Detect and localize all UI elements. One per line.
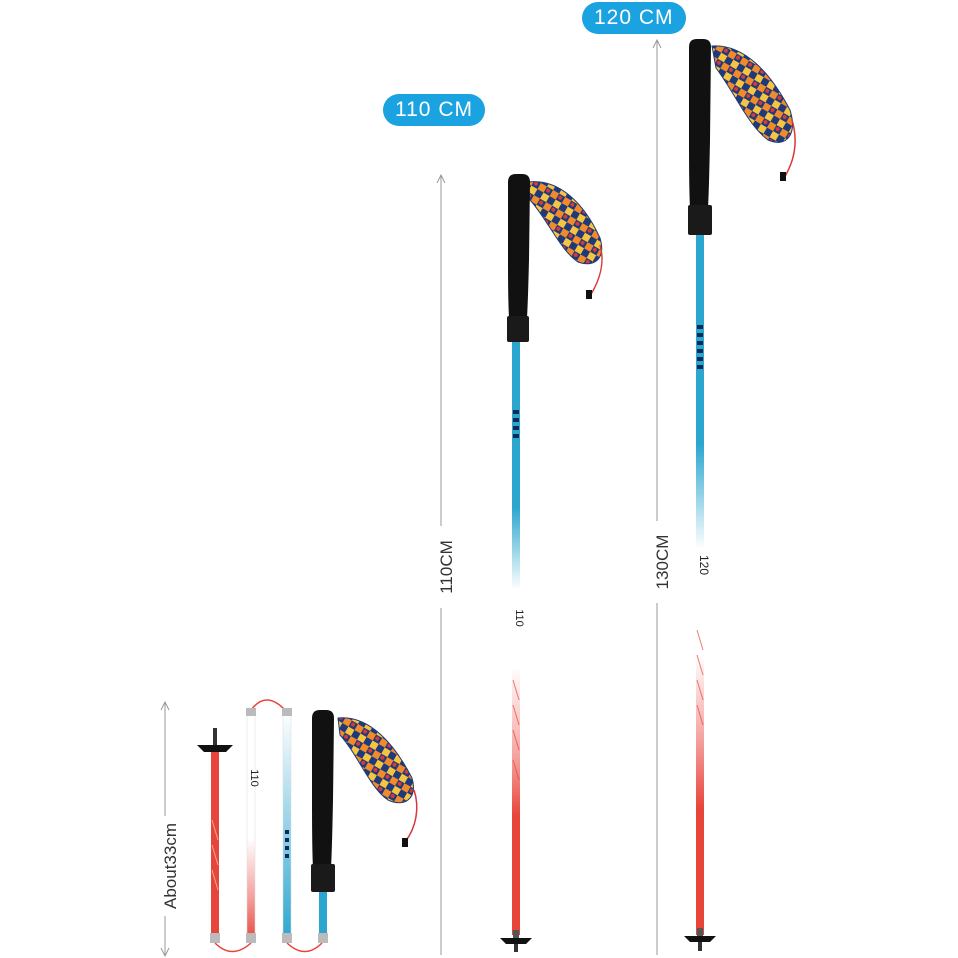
trekking-pole-110: 110	[500, 174, 603, 952]
length-badge-110: 110 CM	[383, 94, 485, 126]
trekking-pole-folded: 110	[197, 699, 418, 953]
pole-segment-upper	[282, 711, 292, 943]
shaft	[696, 233, 704, 935]
length-badge-120: 120 CM	[582, 2, 686, 34]
pole-segment-tip	[211, 752, 219, 942]
shaft-length-mark: 120	[697, 555, 711, 575]
trekking-pole-120: 120	[684, 39, 796, 951]
dimension-line-130	[652, 38, 662, 955]
shaft	[512, 340, 520, 935]
grip	[508, 174, 530, 318]
pole-110-length-label: 110CM	[437, 526, 457, 608]
pole-130-length-label: 130CM	[653, 521, 673, 603]
pole-segment-grip	[319, 890, 327, 942]
basket	[500, 938, 532, 944]
grip	[689, 39, 711, 208]
shaft-length-mark: 110	[513, 609, 525, 627]
grip	[312, 710, 334, 868]
folded-length-label: About33cm	[161, 816, 181, 916]
pole-segment-middle	[246, 711, 256, 943]
basket	[684, 936, 716, 942]
shaft-length-mark: 110	[248, 769, 260, 787]
